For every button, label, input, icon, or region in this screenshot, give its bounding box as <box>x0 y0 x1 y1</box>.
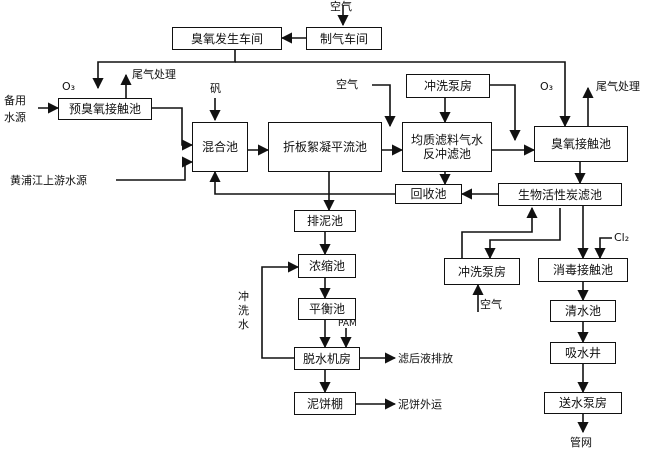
flocculation-label: 折板絮凝平流池 <box>282 140 367 154</box>
arrow-pump2-to-bac <box>461 206 538 258</box>
tail-gas-left-label: 尾气处理 <box>132 68 176 81</box>
air-mid-label: 空气 <box>336 78 358 91</box>
ozone-generation-label: 臭氧发生车间 <box>190 31 263 46</box>
tail-gas-right-label: 尾气处理 <box>596 80 640 93</box>
o3-right-label: O₃ <box>540 80 554 93</box>
arrow-cl2 <box>594 237 612 260</box>
filter-box: 均质滤料气水反冲滤池 <box>402 122 492 172</box>
backup-source-label: 备用水源 <box>4 94 26 124</box>
recovery-tank-box: 回收池 <box>395 184 462 204</box>
pipe-network-label: 管网 <box>570 436 592 449</box>
mud-shed-box: 泥饼棚 <box>294 392 356 415</box>
thickener-label: 浓缩池 <box>308 259 345 273</box>
flocculation-box: 折板絮凝平流池 <box>268 122 382 172</box>
dewatering-box: 脱水机房 <box>294 347 360 370</box>
alum-label: 矾 <box>210 82 221 95</box>
clear-well-box: 清水池 <box>550 300 616 322</box>
backwash-pump-1-label: 冲洗泵房 <box>423 79 472 93</box>
arrow-air-to-filter <box>372 84 396 128</box>
disinfection-label: 消毒接触池 <box>552 263 613 277</box>
thickener-box: 浓缩池 <box>298 254 356 278</box>
ozone-contact-box: 臭氧接触池 <box>534 126 628 162</box>
balance-tank-label: 平衡池 <box>308 302 345 316</box>
balance-tank-box: 平衡池 <box>298 298 356 320</box>
filter-label: 均质滤料气水反冲滤池 <box>411 133 484 161</box>
backwash-water-label: 冲洗水 <box>238 290 249 331</box>
ozone-generation-box: 臭氧发生车间 <box>172 27 282 50</box>
drain-tank-label: 排泥池 <box>306 214 343 228</box>
drain-tank-box: 排泥池 <box>294 210 356 232</box>
cl2-label: Cl₂ <box>614 231 630 244</box>
delivery-pump-label: 送水泵房 <box>558 396 607 410</box>
air-top-label: 空气 <box>330 0 352 13</box>
air-bottom-label: 空气 <box>480 298 502 311</box>
pre-ozone-contact-box: 预臭氧接触池 <box>58 98 152 120</box>
arrow-pump1-to-bac-line <box>490 84 521 142</box>
mixing-tank-box: 混合池 <box>192 122 248 172</box>
gas-plant-box: 制气车间 <box>306 27 382 50</box>
bac-filter-label: 生物活性炭滤池 <box>517 187 602 202</box>
o3-left-label: O₃ <box>62 80 76 93</box>
gas-plant-label: 制气车间 <box>319 31 368 46</box>
arrow-backwash-water <box>261 261 300 359</box>
mixing-tank-label: 混合池 <box>201 140 238 154</box>
filtrate-discharge-label: 滤后液排放 <box>398 352 453 365</box>
mud-cake-out-label: 泥饼外运 <box>398 398 442 411</box>
dewatering-label: 脱水机房 <box>302 351 351 366</box>
clear-well-label: 清水池 <box>564 304 601 318</box>
pam-label: PAM <box>338 319 357 329</box>
arrow-o3-to-pre-ozone <box>92 50 236 90</box>
backwash-pump-1-box: 冲洗泵房 <box>406 74 490 98</box>
disinfection-box: 消毒接触池 <box>538 258 628 282</box>
ozone-contact-label: 臭氧接触池 <box>550 137 611 151</box>
arrow-recovery-to-mix <box>209 170 395 195</box>
backwash-pump-2-label: 冲洗泵房 <box>457 264 506 279</box>
arrow-pre-to-mix <box>152 107 194 151</box>
arrow-source2-to-mix <box>116 156 194 181</box>
arrow-o3-to-ozone-contact <box>235 61 571 128</box>
arrow-bac-to-pump2 <box>484 208 561 260</box>
mud-shed-label: 泥饼棚 <box>306 396 343 411</box>
suction-well-label: 吸水井 <box>564 346 601 360</box>
backwash-pump-2-box: 冲洗泵房 <box>444 258 520 285</box>
bac-filter-box: 生物活性炭滤池 <box>498 183 622 206</box>
delivery-pump-box: 送水泵房 <box>544 392 622 414</box>
pre-ozone-label: 预臭氧接触池 <box>68 102 141 116</box>
recovery-tank-label: 回收池 <box>410 187 447 201</box>
suction-well-box: 吸水井 <box>550 342 616 364</box>
huangpu-source-label: 黄浦江上游水源 <box>10 174 87 187</box>
